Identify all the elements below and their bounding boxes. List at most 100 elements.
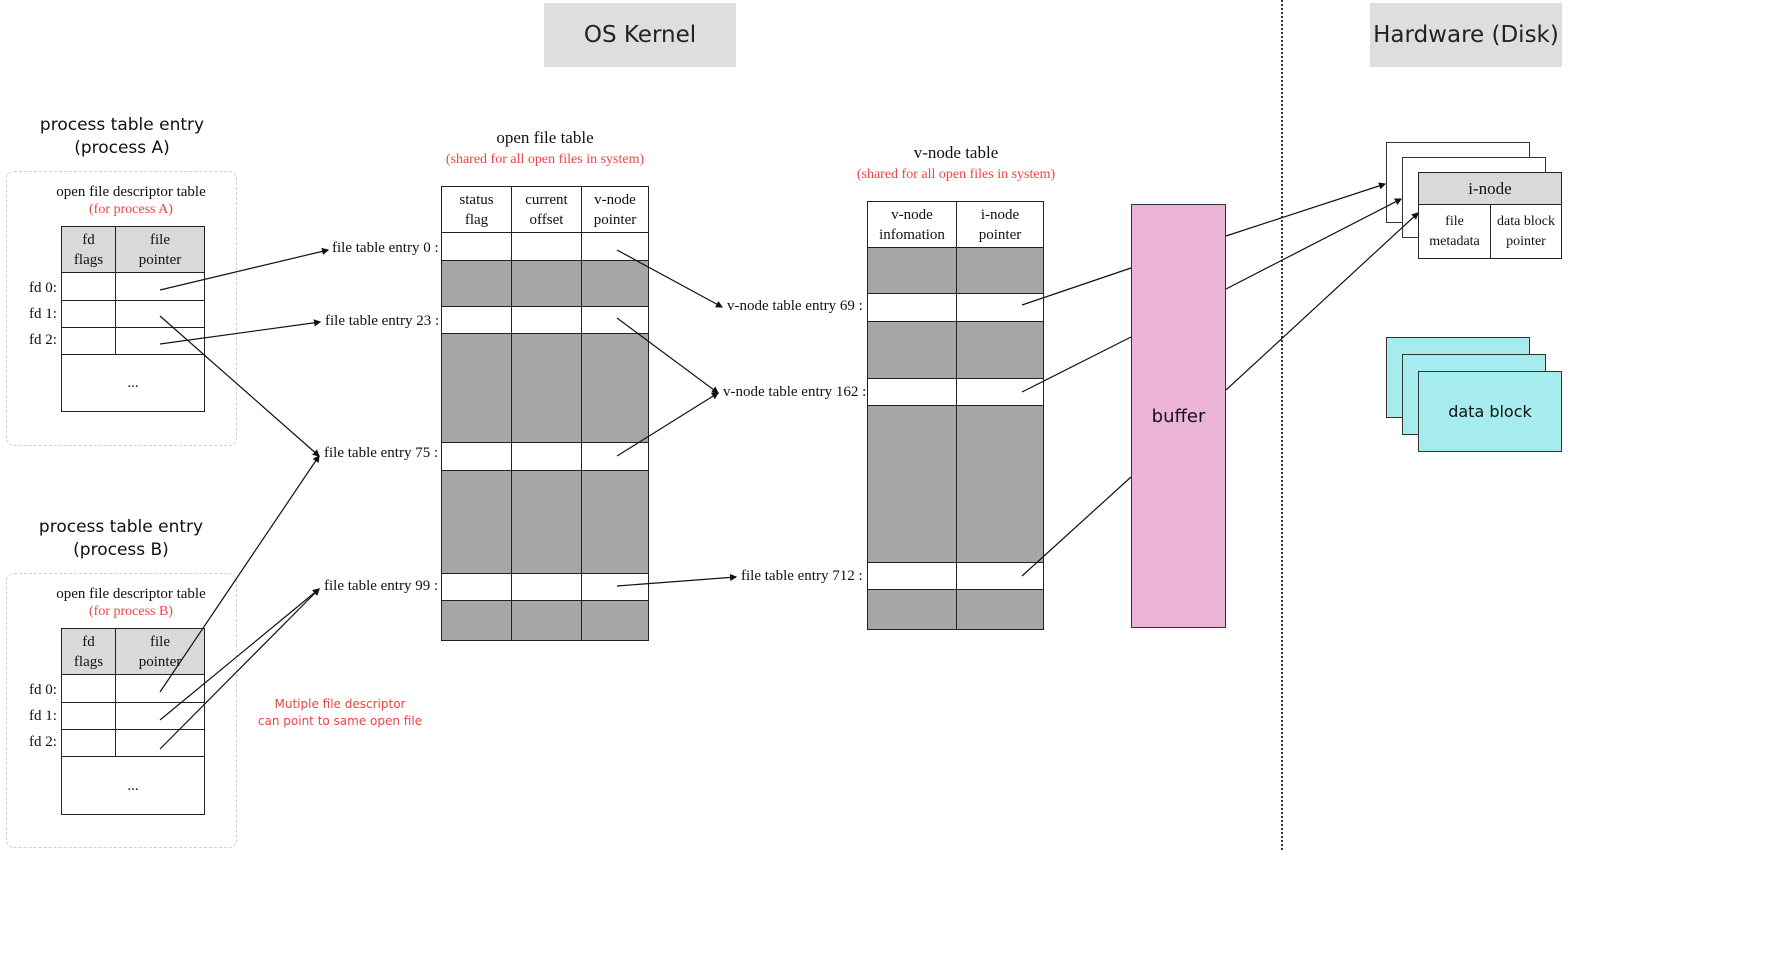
table-cell xyxy=(511,232,582,261)
table-cell xyxy=(61,327,116,355)
table-cell xyxy=(867,378,957,406)
table-cell xyxy=(511,333,582,443)
fd-row-label: fd 2: xyxy=(29,332,57,348)
table-cell xyxy=(511,306,582,334)
table-cell xyxy=(61,674,116,703)
table-cell xyxy=(511,442,582,471)
table-cell xyxy=(867,589,957,630)
fd-row-label: fd 2: xyxy=(29,734,57,750)
table-cell xyxy=(581,573,649,601)
process-a-title-line1: process table entry xyxy=(39,115,205,135)
arrow-buffer-to-inode-middle xyxy=(1225,198,1403,290)
note-line1: Mutiple file descriptor xyxy=(274,697,406,711)
table-cell xyxy=(115,702,205,730)
table-cell xyxy=(115,327,205,355)
table-cell xyxy=(956,589,1044,630)
vnode-table-title: v-node table xyxy=(913,143,999,162)
table-cell xyxy=(441,600,512,641)
table-cell xyxy=(867,247,957,294)
os-kernel-header: OS Kernel xyxy=(544,3,736,67)
table-cell xyxy=(867,562,957,590)
open-file-table-subtitle: (shared for all open files in system) xyxy=(445,152,645,167)
table-cell xyxy=(115,674,205,703)
buffer-label: buffer xyxy=(1151,405,1206,427)
table-cell xyxy=(956,247,1044,294)
data-block-label: data block xyxy=(1448,402,1532,421)
table-cell xyxy=(441,470,512,574)
table-cell xyxy=(581,333,649,443)
vnode-table-entry-label: v-node table entry 69 : xyxy=(727,298,863,314)
arrow-buffer-to-inode-back xyxy=(1225,182,1387,237)
table-cell xyxy=(61,272,116,301)
file-table-entry-label: file table entry 75 : xyxy=(324,445,439,461)
process-a-title-line2: (process A) xyxy=(74,138,170,158)
open-file-table-title: open file table xyxy=(496,128,594,147)
table-cell xyxy=(441,232,512,261)
vnode-table-subtitle: (shared for all open files in system) xyxy=(856,167,1056,182)
table-cell xyxy=(581,600,649,641)
table-cell xyxy=(441,306,512,334)
table-cell xyxy=(956,562,1044,590)
table-cell xyxy=(115,729,205,757)
ellipsis-row: ... xyxy=(61,354,205,412)
vnode-table-entry-label: file table entry 712 : xyxy=(741,568,863,584)
file-table-entry-label: file table entry 99 : xyxy=(324,578,439,594)
table-cell xyxy=(956,405,1044,563)
table-cell xyxy=(867,405,957,563)
hardware-disk-header: Hardware (Disk) xyxy=(1370,3,1562,67)
fd-row-label: fd 1: xyxy=(29,708,57,724)
table-cell xyxy=(61,729,116,757)
table-cell xyxy=(581,470,649,574)
table-cell xyxy=(956,378,1044,406)
process-a-fd-table-subtitle: (for process A) xyxy=(89,202,173,217)
fd-row-label: fd 0: xyxy=(29,280,57,296)
table-cell xyxy=(956,321,1044,379)
table-cell xyxy=(441,333,512,443)
table-cell xyxy=(115,272,205,301)
fd-row-label: fd 0: xyxy=(29,682,57,698)
data-block-card-front: data block xyxy=(1418,371,1562,452)
kernel-hardware-divider xyxy=(1281,0,1283,850)
process-b-fd-table-title: open file descriptor table xyxy=(56,586,206,602)
table-cell xyxy=(581,260,649,307)
process-b-title-line2: (process B) xyxy=(73,540,169,560)
process-b-title: process table entry (process B) xyxy=(10,516,232,562)
inode-title: i-node xyxy=(1418,172,1562,205)
table-cell xyxy=(441,442,512,471)
table-cell xyxy=(441,260,512,307)
process-b-fd-table-subtitle: (for process B) xyxy=(89,604,173,619)
table-cell xyxy=(581,232,649,261)
multiple-fd-note: Mutiple file descriptor can point to sam… xyxy=(250,696,430,730)
process-a-box xyxy=(6,171,237,446)
table-cell xyxy=(61,702,116,730)
table-cell xyxy=(581,306,649,334)
process-a-fd-table-title: open file descriptor table xyxy=(56,184,206,200)
ellipsis-row: ... xyxy=(61,756,205,815)
table-cell xyxy=(511,260,582,307)
table-cell xyxy=(115,300,205,328)
table-cell xyxy=(511,573,582,601)
process-a-title: process table entry (process A) xyxy=(12,114,232,160)
process-b-title-line1: process table entry xyxy=(38,517,204,537)
table-cell xyxy=(867,321,957,379)
fd-row-label: fd 1: xyxy=(29,306,57,322)
table-cell xyxy=(956,293,1044,322)
table-cell xyxy=(511,470,582,574)
vnode-table-entry-label: v-node table entry 162 : xyxy=(723,384,867,400)
table-cell xyxy=(581,442,649,471)
